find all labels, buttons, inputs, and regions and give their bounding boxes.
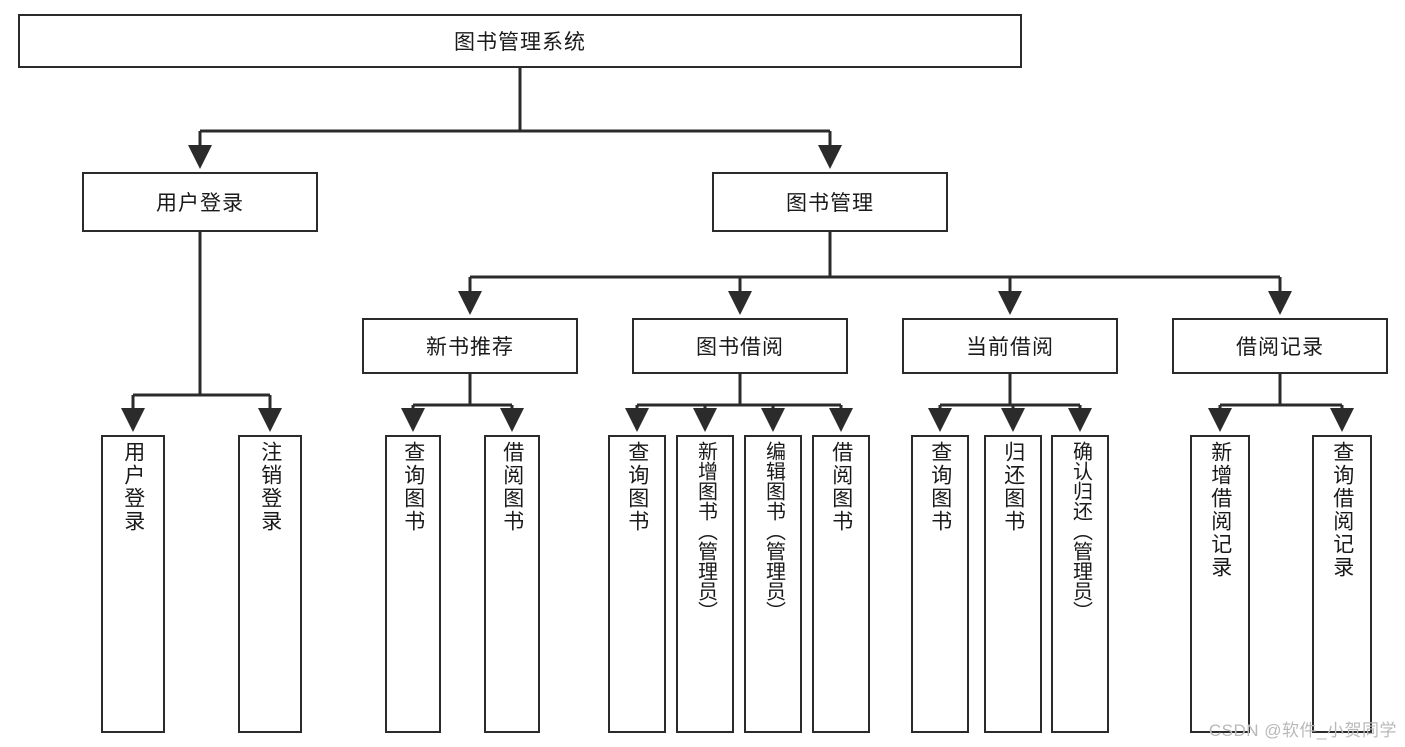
node-user-login-label: 用户登录 — [156, 192, 244, 215]
node-leaf-add-borrow-record[interactable]: 新增借阅记录 — [1190, 435, 1250, 733]
node-leaf-return-book-label: 归还图书 — [1001, 441, 1025, 533]
node-leaf-add-borrow-record-label: 新增借阅记录 — [1208, 441, 1232, 579]
node-leaf-edit-book-admin[interactable]: 编辑图书（管理员） — [744, 435, 802, 733]
node-leaf-confirm-return-admin-label: 确认归还（管理员） — [1069, 441, 1092, 621]
node-leaf-query-book-1-label: 查询图书 — [401, 441, 425, 533]
node-leaf-return-book[interactable]: 归还图书 — [984, 435, 1042, 733]
node-root[interactable]: 图书管理系统 — [18, 14, 1022, 68]
node-leaf-borrow-book-1[interactable]: 借阅图书 — [484, 435, 540, 733]
node-leaf-add-book-admin[interactable]: 新增图书（管理员） — [676, 435, 734, 733]
node-borrow-record[interactable]: 借阅记录 — [1172, 318, 1388, 374]
node-leaf-add-book-admin-label: 新增图书（管理员） — [694, 441, 717, 621]
node-leaf-query-borrow-record-label: 查询借阅记录 — [1330, 441, 1354, 579]
node-leaf-user-login[interactable]: 用户登录 — [101, 435, 165, 733]
node-leaf-logout[interactable]: 注销登录 — [238, 435, 302, 733]
node-leaf-query-borrow-record[interactable]: 查询借阅记录 — [1312, 435, 1372, 733]
node-leaf-query-book-2[interactable]: 查询图书 — [608, 435, 666, 733]
watermark: CSDN @软件_小贺同学 — [1208, 721, 1397, 740]
node-user-login[interactable]: 用户登录 — [82, 172, 318, 232]
node-leaf-query-book-2-label: 查询图书 — [625, 441, 649, 533]
node-root-label: 图书管理系统 — [454, 31, 586, 54]
node-leaf-borrow-book-2-label: 借阅图书 — [829, 441, 853, 533]
node-leaf-user-login-label: 用户登录 — [121, 441, 145, 533]
node-new-book-rec[interactable]: 新书推荐 — [362, 318, 578, 374]
node-book-manage-label: 图书管理 — [786, 192, 874, 215]
node-borrow-record-label: 借阅记录 — [1236, 336, 1324, 359]
node-book-borrow[interactable]: 图书借阅 — [632, 318, 848, 374]
node-leaf-borrow-book-2[interactable]: 借阅图书 — [812, 435, 870, 733]
node-book-manage[interactable]: 图书管理 — [712, 172, 948, 232]
node-leaf-borrow-book-1-label: 借阅图书 — [500, 441, 524, 533]
node-leaf-edit-book-admin-label: 编辑图书（管理员） — [762, 441, 785, 621]
node-current-borrow-label: 当前借阅 — [966, 336, 1054, 359]
node-leaf-query-book-3-label: 查询图书 — [928, 441, 952, 533]
node-leaf-query-book-1[interactable]: 查询图书 — [385, 435, 441, 733]
node-leaf-confirm-return-admin[interactable]: 确认归还（管理员） — [1051, 435, 1109, 733]
node-book-borrow-label: 图书借阅 — [696, 336, 784, 359]
node-new-book-rec-label: 新书推荐 — [426, 336, 514, 359]
node-leaf-logout-label: 注销登录 — [258, 441, 282, 533]
node-current-borrow[interactable]: 当前借阅 — [902, 318, 1118, 374]
node-leaf-query-book-3[interactable]: 查询图书 — [911, 435, 969, 733]
